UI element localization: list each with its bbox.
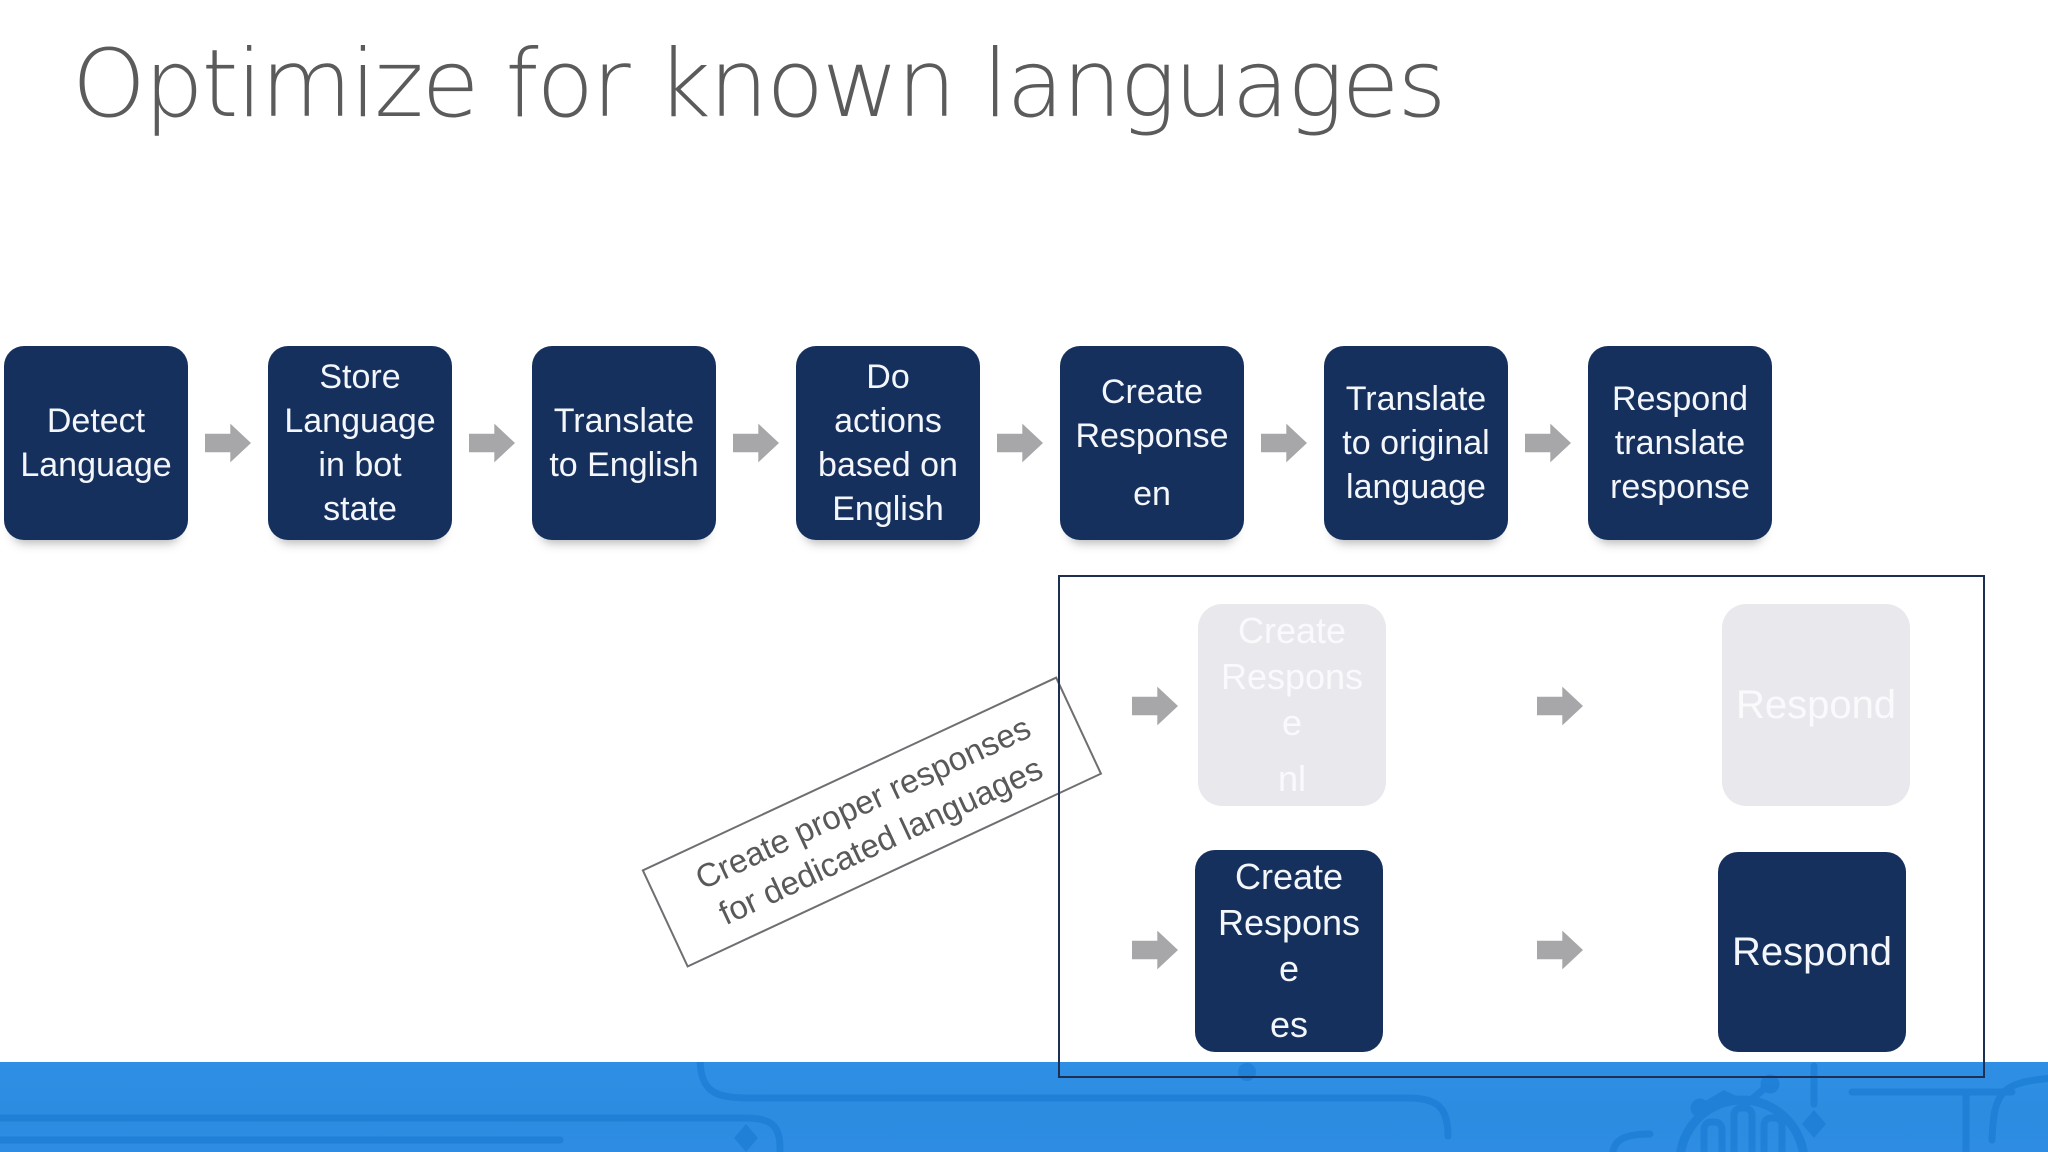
- arrow-right-icon: [733, 423, 779, 463]
- flow-step-detect-language: Detect Language: [4, 346, 188, 540]
- ghost-create-response-label: Create Respons e: [1220, 609, 1364, 743]
- flow-step-translate-to-english: Translate to English: [532, 346, 716, 540]
- create-response-es-box: Create Respons e es: [1195, 850, 1383, 1052]
- page-title: Optimize for known languages: [72, 30, 1446, 139]
- flow-step-translate-to-original: Translate to original language: [1324, 346, 1508, 540]
- flow-step-respond-translate: Respond translate response: [1588, 346, 1772, 540]
- ghost-respond-label: Respond: [1735, 682, 1897, 727]
- flow-step-store-language: Store Language in bot state: [268, 346, 452, 540]
- flow-step-do-actions: Do actions based on English: [796, 346, 980, 540]
- flow-step-create-response-en: Create Response en: [1060, 346, 1244, 540]
- arrow-right-icon: [997, 423, 1043, 463]
- language-badge: nl: [1277, 758, 1307, 800]
- arrow-right-icon: [1261, 423, 1307, 463]
- callout-frame: [1058, 575, 1985, 1078]
- respond-box: Respond: [1718, 852, 1906, 1052]
- create-response-es-label: Create Respons e: [1217, 855, 1361, 989]
- ghost-create-response-box: Create Respons e nl: [1198, 604, 1386, 806]
- flow-step-label: Create Response: [1075, 372, 1229, 455]
- language-badge: es: [1269, 1004, 1309, 1046]
- circuit-decoration: [0, 1062, 2048, 1152]
- arrow-right-icon: [469, 423, 515, 463]
- arrow-right-icon: [205, 423, 251, 463]
- arrow-right-icon: [1525, 423, 1571, 463]
- language-badge: en: [1133, 475, 1171, 514]
- flow-row: Detect Language Store Language in bot st…: [4, 346, 1772, 540]
- ghost-respond-box: Respond: [1722, 604, 1910, 806]
- respond-label: Respond: [1731, 929, 1893, 974]
- note-label: Create proper responses for dedicated la…: [641, 676, 1103, 969]
